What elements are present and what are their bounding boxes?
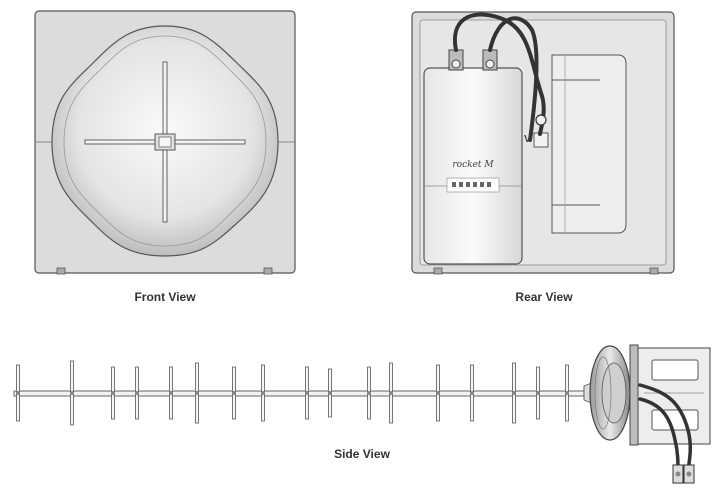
yagi-element-clip — [565, 391, 569, 395]
yagi-element-clip — [470, 391, 474, 395]
yagi-element-clip — [436, 391, 440, 395]
rear-port-label: V — [524, 134, 531, 145]
rear-view-drawing — [411, 11, 675, 275]
side-view-label: Side View — [334, 447, 390, 461]
yagi-elements — [16, 360, 569, 426]
yagi-element-clip — [169, 391, 173, 395]
front-feed-hub — [158, 136, 172, 148]
side-cable-a — [638, 383, 693, 472]
yagi-element-clip — [195, 391, 199, 395]
side-cable-b — [638, 397, 680, 474]
rear-mount-bracket — [551, 54, 627, 234]
side-view-drawing — [13, 344, 711, 484]
yagi-element-clip — [261, 391, 265, 395]
rocket-radio — [423, 67, 523, 265]
yagi-element-clip — [135, 391, 139, 395]
rear-cable-b — [488, 16, 539, 142]
yagi-boom — [13, 390, 585, 397]
rear-view-label: Rear View — [515, 290, 573, 304]
yagi-element-clip — [70, 391, 74, 395]
yagi-element-clip — [111, 391, 115, 395]
front-view-drawing — [34, 10, 296, 275]
rear-cable-a — [452, 12, 546, 136]
yagi-element-clip — [536, 391, 540, 395]
yagi-element-clip — [512, 391, 516, 395]
yagi-element-clip — [305, 391, 309, 395]
yagi-element-clip — [367, 391, 371, 395]
yagi-element-clip — [328, 391, 332, 395]
yagi-element-clip — [16, 391, 20, 395]
yagi-element-clip — [389, 391, 393, 395]
front-view-label: Front View — [134, 290, 196, 304]
rocket-logo: rocket M — [452, 160, 494, 170]
yagi-element-clip — [232, 391, 236, 395]
